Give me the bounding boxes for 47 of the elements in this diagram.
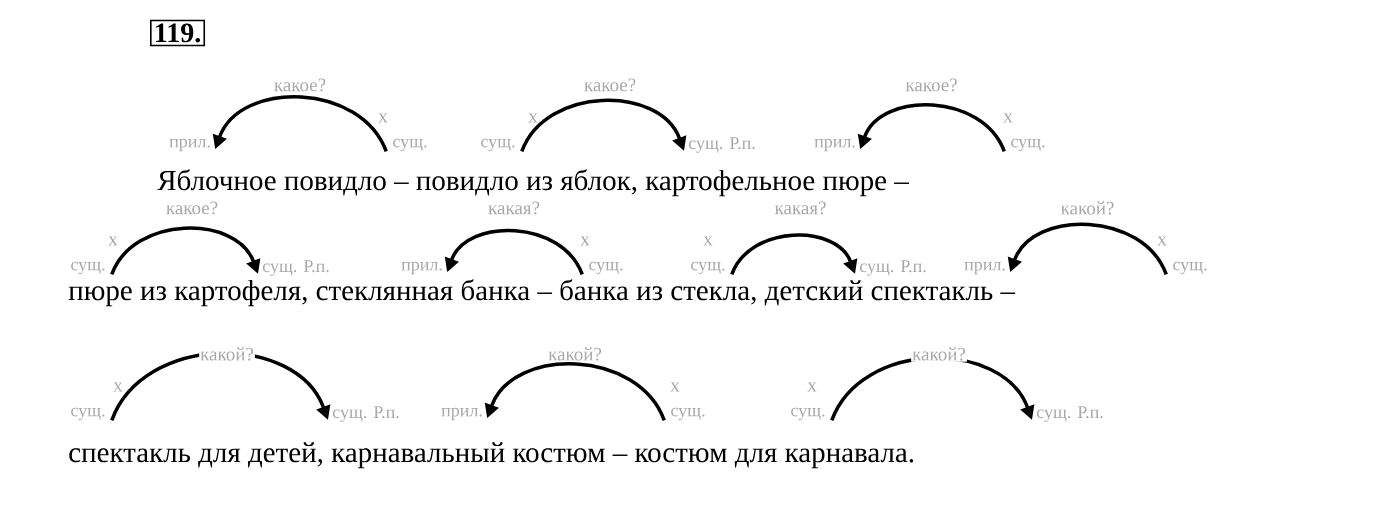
edge-label: какое?	[584, 78, 636, 92]
edge-label: какое?	[905, 78, 957, 92]
main-word-mark: х	[378, 113, 388, 123]
main-word-mark: х	[703, 236, 713, 246]
arrow	[520, 98, 687, 153]
sentence-line: пюре из картофеля, стеклянная банка – банка из стекла, детский спектакль –	[68, 279, 1016, 307]
arrow	[110, 226, 261, 276]
main-word-mark: х	[528, 113, 538, 123]
grammar-label: прил.	[401, 261, 442, 275]
number-box: 119.	[150, 19, 206, 47]
grammar-label: прил.	[169, 138, 210, 152]
main-word-mark: х	[807, 382, 817, 392]
edge-label: какое?	[166, 201, 218, 215]
sentence-line: спектакль для детей, карнавальный костюм – костюм для карнавала.	[69, 442, 914, 469]
grammar-label: сущ.	[671, 407, 705, 421]
grammar-label: сущ.	[71, 261, 105, 275]
arrow	[730, 233, 858, 276]
main-word-mark: х	[670, 382, 680, 392]
grammar-label: сущ.	[71, 407, 105, 421]
main-word-mark: х	[108, 236, 118, 246]
grammar-label: сущ. Р.п.	[688, 137, 755, 153]
edge-label: какая?	[488, 201, 540, 215]
sentence-line: Яблочное повидло – повидло из яблок, картофельное пюре –	[157, 169, 909, 197]
main-word-mark: х	[1003, 113, 1013, 123]
grammar-label: сущ. Р.п.	[332, 406, 399, 422]
edge-label: какой?	[1061, 201, 1114, 215]
edge-label: какой?	[548, 347, 602, 361]
main-word-mark: х	[580, 236, 590, 246]
grammar-label: сущ.	[691, 261, 725, 275]
edge-label: какая?	[774, 201, 826, 215]
main-word-mark: х	[1157, 236, 1167, 246]
grammar-label: прил.	[441, 407, 482, 421]
grammar-label: сущ.	[481, 138, 515, 152]
grammar-label: сущ. Р.п.	[1036, 406, 1103, 422]
grammar-label: сущ.	[589, 261, 623, 275]
grammar-label: прил.	[814, 138, 855, 152]
grammar-label: сущ.	[393, 138, 427, 152]
edge-label: какое?	[274, 78, 326, 92]
edge-label: какой?	[200, 347, 254, 361]
grammar-label: сущ. Р.п.	[262, 260, 329, 276]
grammar-label: сущ.	[791, 407, 825, 421]
grammar-label: сущ.	[1011, 138, 1045, 152]
main-word-mark: х	[113, 382, 123, 392]
grammar-label: сущ. Р.п.	[859, 260, 926, 276]
grammar-label: прил.	[964, 261, 1005, 275]
grammar-label: сущ.	[1173, 261, 1207, 275]
edge-label: какой?	[912, 347, 966, 361]
